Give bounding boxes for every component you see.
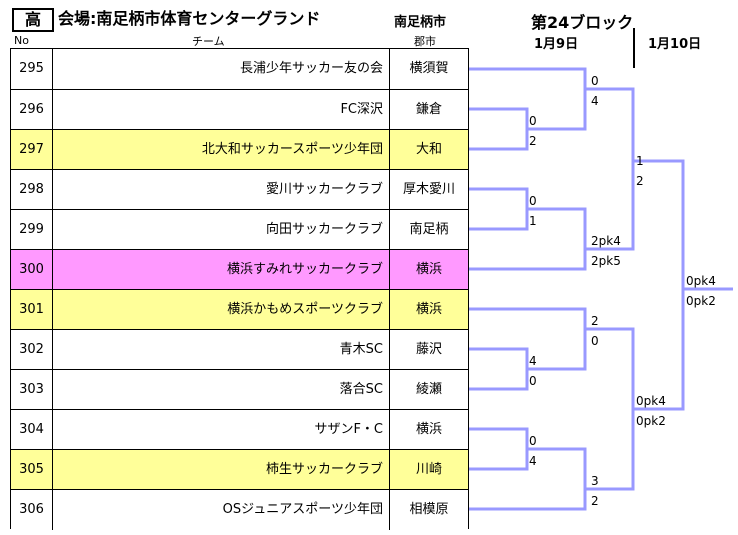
team-number: 305 bbox=[11, 450, 53, 490]
match-score: 0pk2 bbox=[636, 414, 666, 428]
team-city: 横浜 bbox=[415, 262, 442, 277]
host-city: 南足柄市 bbox=[394, 15, 447, 30]
team-number: 297 bbox=[11, 130, 53, 170]
bracket-line bbox=[469, 369, 529, 391]
match-score: 1 bbox=[529, 214, 537, 228]
match-score: 2pk5 bbox=[591, 254, 621, 268]
block-title: 第24ブロック bbox=[531, 13, 634, 32]
team-name: 長浦少年サッカー友の会 bbox=[53, 49, 390, 89]
team-number: 302 bbox=[11, 330, 53, 370]
team-name: 柿生サッカークラブ bbox=[53, 450, 390, 490]
match-score: 2 bbox=[591, 314, 599, 328]
match-score: 0 bbox=[529, 194, 537, 208]
match-score: 0 bbox=[591, 74, 599, 88]
match-score: 2 bbox=[636, 174, 644, 188]
team-city: 川崎 bbox=[415, 462, 442, 477]
match-score: 2 bbox=[529, 134, 537, 148]
team-name: FC深沢 bbox=[53, 90, 390, 130]
team-name: サザンF・C bbox=[53, 410, 390, 450]
match-score: 4 bbox=[591, 94, 599, 108]
team-name: 横浜かもめスポーツクラブ bbox=[53, 290, 390, 330]
venue-title: 会場:南足柄市体育センターグランド bbox=[58, 9, 321, 28]
team-number: 306 bbox=[11, 490, 53, 530]
match-score: 0pk4 bbox=[636, 394, 666, 408]
team-name: 落合SC bbox=[53, 370, 390, 410]
team-city: 横須賀 bbox=[409, 61, 449, 76]
match-score: 3 bbox=[591, 474, 599, 488]
match-score: 0 bbox=[529, 114, 537, 128]
column-header-team: チーム bbox=[192, 35, 225, 48]
team-city: 綾瀬 bbox=[415, 382, 442, 397]
team-name: 青木SC bbox=[53, 330, 390, 370]
team-name: 愛川サッカークラブ bbox=[53, 170, 390, 210]
team-name: 向田サッカークラブ bbox=[53, 210, 390, 250]
team-number: 303 bbox=[11, 370, 53, 410]
match-score: 0 bbox=[591, 334, 599, 348]
team-number: 296 bbox=[11, 90, 53, 130]
date-divider bbox=[633, 28, 635, 68]
team-name: 北大和サッカースポーツ少年団 bbox=[53, 130, 390, 170]
bracket-line bbox=[469, 89, 587, 131]
bracket-line bbox=[469, 329, 587, 371]
bracket-line bbox=[469, 449, 529, 471]
team-number: 299 bbox=[11, 210, 53, 250]
match-score: 2pk4 bbox=[591, 234, 621, 248]
column-header-no: No bbox=[14, 34, 29, 47]
team-number: 298 bbox=[11, 170, 53, 210]
bracket-line bbox=[469, 67, 635, 161]
date-day1: 1月9日 bbox=[534, 37, 579, 52]
team-city: 相模原 bbox=[409, 502, 449, 517]
match-score: 0 bbox=[529, 374, 537, 388]
team-number: 295 bbox=[11, 49, 53, 89]
match-score: 2 bbox=[591, 494, 599, 508]
team-city: 横浜 bbox=[415, 422, 442, 437]
match-score: 0pk2 bbox=[686, 294, 716, 308]
division-badge: 高 bbox=[12, 8, 54, 32]
team-number: 304 bbox=[11, 410, 53, 450]
bracket-line bbox=[469, 249, 587, 271]
team-city: 鎌倉 bbox=[415, 102, 442, 117]
team-number: 300 bbox=[11, 250, 53, 290]
bracket-line bbox=[469, 287, 733, 411]
bracket-line bbox=[469, 209, 529, 231]
bracket-line bbox=[469, 489, 587, 511]
column-header-city: 郡市 bbox=[414, 35, 436, 48]
team-city: 横浜 bbox=[415, 302, 442, 317]
bracket-line bbox=[469, 409, 635, 491]
match-score: 0pk4 bbox=[686, 274, 716, 288]
team-city: 南足柄 bbox=[409, 222, 449, 237]
date-day2: 1月10日 bbox=[648, 37, 702, 52]
team-name: OSジュニアスポーツ少年団 bbox=[53, 490, 390, 530]
team-city: 大和 bbox=[415, 142, 442, 157]
team-city: 藤沢 bbox=[415, 342, 442, 357]
team-city: 厚木愛川 bbox=[402, 182, 455, 197]
bracket-line bbox=[469, 129, 529, 151]
match-score: 4 bbox=[529, 354, 537, 368]
team-number: 301 bbox=[11, 290, 53, 330]
team-name: 横浜すみれサッカークラブ bbox=[53, 250, 390, 290]
match-score: 1 bbox=[636, 154, 644, 168]
match-score: 4 bbox=[529, 454, 537, 468]
match-score: 0 bbox=[529, 434, 537, 448]
